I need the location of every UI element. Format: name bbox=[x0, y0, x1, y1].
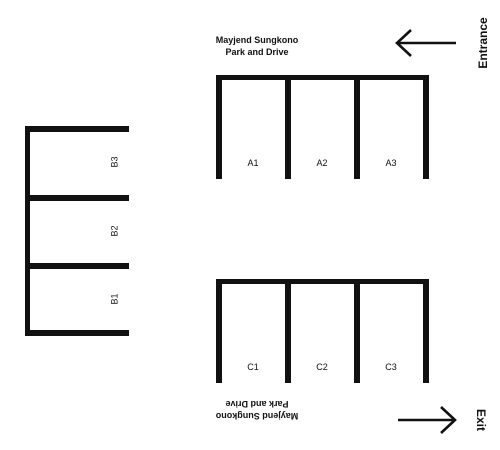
arrow-left-icon bbox=[395, 29, 456, 57]
lot-title-rotated-line1: Mayjend Sungkono bbox=[215, 411, 298, 421]
slot-a1: A1 bbox=[247, 158, 258, 168]
lot-title-rotated: Mayjend Sungkono Park and Drive bbox=[215, 399, 298, 421]
lot-title-line1: Mayjend Sungkono bbox=[216, 35, 299, 45]
row-c-walls bbox=[216, 279, 429, 383]
slot-a3: A3 bbox=[385, 158, 396, 168]
lot-title-rotated-line2: Park and Drive bbox=[225, 399, 288, 409]
slot-a2: A2 bbox=[316, 158, 327, 168]
slot-b2: B2 bbox=[109, 225, 119, 236]
row-b-walls bbox=[25, 126, 129, 336]
exit-label: Exit bbox=[474, 409, 488, 431]
arrow-right-icon bbox=[398, 406, 457, 434]
slot-c2: C2 bbox=[316, 362, 328, 372]
lot-title-line2: Park and Drive bbox=[225, 47, 288, 57]
slot-b1: B1 bbox=[109, 293, 119, 304]
entrance-label: Entrance bbox=[476, 17, 490, 69]
slot-c3: C3 bbox=[385, 362, 397, 372]
slot-b3: B3 bbox=[109, 156, 119, 167]
slot-c1: C1 bbox=[247, 362, 259, 372]
row-a-walls bbox=[216, 75, 429, 179]
